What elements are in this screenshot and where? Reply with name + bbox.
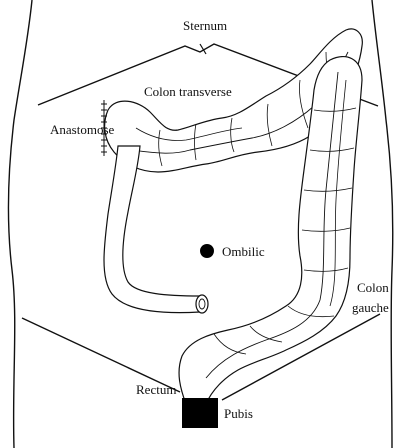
label-colon-gauche-line2: gauche: [352, 300, 389, 315]
label-ombilic: Ombilic: [222, 244, 265, 259]
left-torso-edge: [8, 0, 32, 448]
right-torso-edge: [372, 0, 393, 448]
label-sternum: Sternum: [183, 18, 227, 33]
label-anastomose: Anastomose: [50, 122, 115, 137]
pelvic-line-left: [22, 318, 180, 392]
label-rectum: Rectum: [136, 382, 176, 397]
ileal-stoma-end: [196, 295, 208, 313]
label-colon-transverse: Colon transverse: [144, 84, 232, 99]
pubis-marker: [182, 398, 218, 428]
label-colon-gauche-line1: Colon: [357, 280, 389, 295]
ombilic-marker: [200, 244, 214, 258]
label-pubis: Pubis: [224, 406, 253, 421]
